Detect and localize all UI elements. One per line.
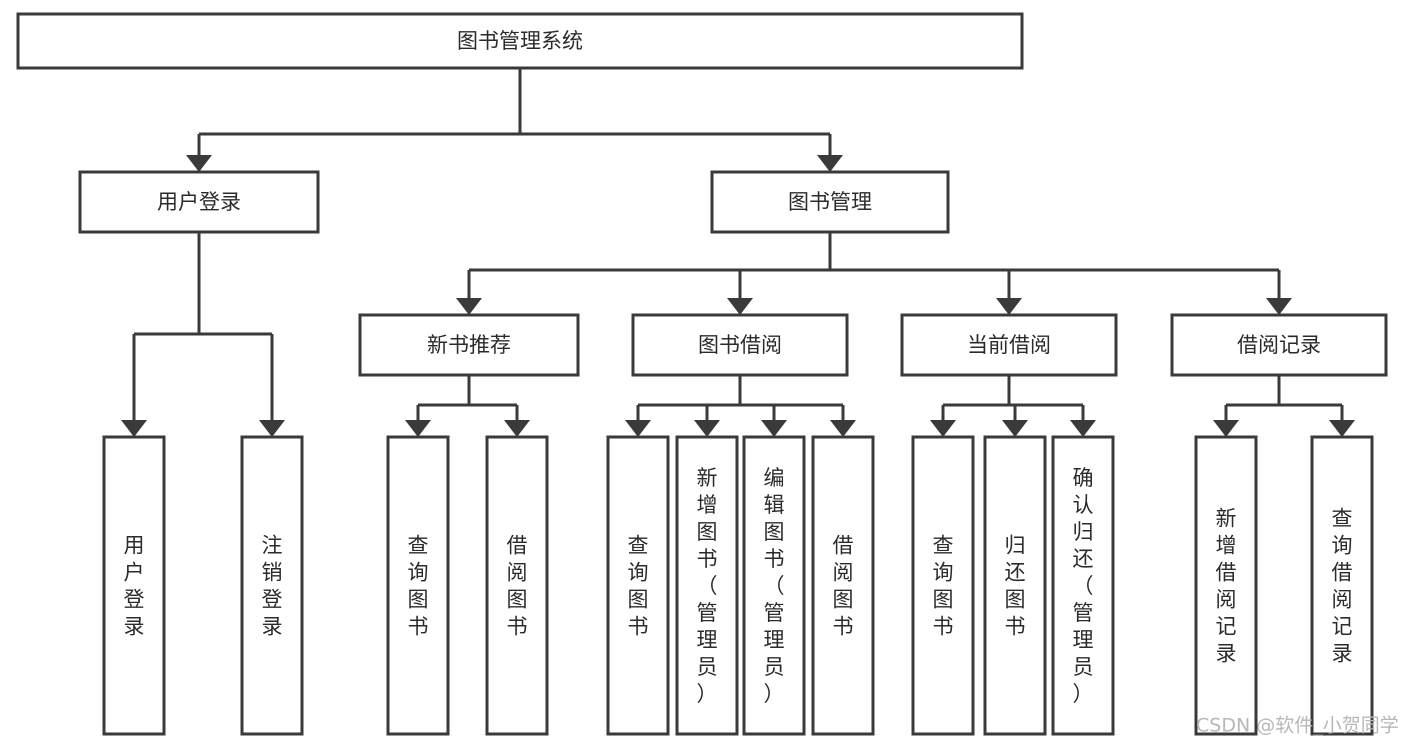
node-box-root <box>16 12 1024 70</box>
node-book-manage[interactable]: 图书管理 <box>710 170 950 234</box>
arrow-head-icon <box>259 420 285 437</box>
node-leaf-borrow-lend-book[interactable]: 借阅图书 <box>811 435 875 736</box>
node-label-user-login: 用户登录 <box>157 190 241 214</box>
arrow-head-icon <box>1329 420 1355 437</box>
node-box-borrow-record <box>1170 313 1388 377</box>
node-label-leaf-current-return-book: 归还图书 <box>1005 534 1026 639</box>
node-box-new-book-rec <box>358 313 580 377</box>
node-box-book-manage <box>710 170 950 234</box>
csdn-watermark: CSDN @软件_小贺同学 <box>1196 715 1399 737</box>
arrow-head-icon <box>1213 420 1239 437</box>
node-leaf-record-add[interactable]: 新增借阅记录 <box>1194 435 1258 736</box>
arrow-head-icon <box>694 420 720 437</box>
node-label-book-borrow: 图书借阅 <box>698 333 782 357</box>
node-leaf-user-logout[interactable]: 注销登录 <box>240 435 304 736</box>
arrow-head-icon <box>186 155 212 172</box>
node-leaf-current-return-book[interactable]: 归还图书 <box>983 435 1047 736</box>
arrow-head-icon <box>830 420 856 437</box>
node-leaf-rec-query-book[interactable]: 查询图书 <box>386 435 450 736</box>
edge-group-borrow-record <box>1213 375 1355 437</box>
node-label-leaf-current-confirm-return: 确认归还（管理员） <box>1073 466 1094 706</box>
arrow-head-icon <box>625 420 651 437</box>
node-box-leaf-record-query <box>1310 435 1374 736</box>
node-box-leaf-record-add <box>1194 435 1258 736</box>
arrow-head-icon <box>727 298 753 315</box>
node-label-leaf-borrow-query-book: 查询图书 <box>628 534 649 639</box>
edge-group-current-borrow <box>930 375 1096 437</box>
edge-group-book-manage <box>456 232 1292 315</box>
arrow-head-icon <box>405 420 431 437</box>
node-leaf-borrow-query-book[interactable]: 查询图书 <box>606 435 670 736</box>
node-label-leaf-record-query: 查询借阅记录 <box>1332 507 1353 666</box>
node-label-root: 图书管理系统 <box>457 29 583 53</box>
node-new-book-rec[interactable]: 新书推荐 <box>358 313 580 377</box>
node-box-leaf-borrow-query-book <box>606 435 670 736</box>
node-box-leaf-user-logout <box>240 435 304 736</box>
node-label-borrow-record: 借阅记录 <box>1237 333 1321 357</box>
node-label-leaf-borrow-add-book: 新增图书（管理员） <box>697 466 718 706</box>
node-leaf-current-confirm-return[interactable]: 确认归还（管理员） <box>1051 435 1115 736</box>
arrow-head-icon <box>761 420 787 437</box>
node-label-new-book-rec: 新书推荐 <box>427 333 511 357</box>
node-label-book-manage: 图书管理 <box>788 190 872 214</box>
node-label-leaf-rec-query-book: 查询图书 <box>408 534 429 639</box>
arrow-head-icon <box>1070 420 1096 437</box>
node-current-borrow[interactable]: 当前借阅 <box>900 313 1118 377</box>
arrow-head-icon <box>121 420 147 437</box>
arrow-head-icon <box>817 155 843 172</box>
node-leaf-borrow-add-book[interactable]: 新增图书（管理员） <box>675 435 739 736</box>
node-box-leaf-current-confirm-return <box>1051 435 1115 736</box>
edge-group-root <box>186 68 843 172</box>
node-box-leaf-current-query-book <box>911 435 975 736</box>
arrow-head-icon <box>930 420 956 437</box>
node-label-leaf-current-query-book: 查询图书 <box>933 534 954 639</box>
node-leaf-user-login[interactable]: 用户登录 <box>102 435 166 736</box>
node-label-leaf-user-login: 用户登录 <box>124 534 145 639</box>
node-label-leaf-borrow-edit-book: 编辑图书（管理员） <box>764 466 785 706</box>
node-box-book-borrow <box>631 313 849 377</box>
arrow-head-icon <box>504 420 530 437</box>
node-label-current-borrow: 当前借阅 <box>967 333 1051 357</box>
node-box-leaf-borrow-edit-book <box>742 435 806 736</box>
edge-group-book-borrow <box>625 375 856 437</box>
arrow-head-icon <box>996 298 1022 315</box>
watermark-layer: CSDN @软件_小贺同学 <box>1196 715 1399 737</box>
node-label-leaf-user-logout: 注销登录 <box>262 534 283 639</box>
node-root[interactable]: 图书管理系统 <box>16 12 1024 70</box>
node-user-login[interactable]: 用户登录 <box>78 170 320 234</box>
node-box-leaf-current-return-book <box>983 435 1047 736</box>
node-box-leaf-rec-borrow-book <box>485 435 549 736</box>
node-label-leaf-record-add: 新增借阅记录 <box>1216 507 1237 666</box>
node-book-borrow[interactable]: 图书借阅 <box>631 313 849 377</box>
node-leaf-current-query-book[interactable]: 查询图书 <box>911 435 975 736</box>
connector-layer <box>121 68 1355 437</box>
node-box-leaf-borrow-add-book <box>675 435 739 736</box>
node-layer: 图书管理系统用户登录图书管理新书推荐图书借阅当前借阅借阅记录用户登录注销登录查询… <box>16 12 1388 736</box>
node-box-leaf-borrow-lend-book <box>811 435 875 736</box>
arrow-head-icon <box>456 298 482 315</box>
node-box-user-login <box>78 170 320 234</box>
node-leaf-record-query[interactable]: 查询借阅记录 <box>1310 435 1374 736</box>
node-box-leaf-user-login <box>102 435 166 736</box>
node-box-current-borrow <box>900 313 1118 377</box>
node-label-leaf-borrow-lend-book: 借阅图书 <box>833 534 854 639</box>
node-leaf-rec-borrow-book[interactable]: 借阅图书 <box>485 435 549 736</box>
arrow-head-icon <box>1002 420 1028 437</box>
node-leaf-borrow-edit-book[interactable]: 编辑图书（管理员） <box>742 435 806 736</box>
node-borrow-record[interactable]: 借阅记录 <box>1170 313 1388 377</box>
edge-group-user-login <box>121 232 285 437</box>
edge-group-new-book-rec <box>405 375 530 437</box>
arrow-head-icon <box>1266 298 1292 315</box>
node-label-leaf-rec-borrow-book: 借阅图书 <box>507 534 528 639</box>
node-box-leaf-rec-query-book <box>386 435 450 736</box>
